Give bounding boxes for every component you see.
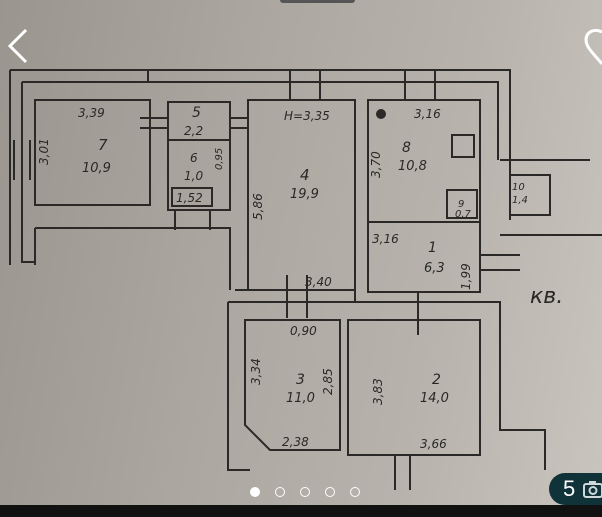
room3-area: 11,0 <box>286 391 315 406</box>
room-3 <box>244 319 341 451</box>
room8-width: 3,16 <box>414 107 441 121</box>
room10-area: 1,4 <box>512 195 528 206</box>
bottom-bar <box>0 505 602 517</box>
room2-area: 14,0 <box>420 391 449 406</box>
room3-number: 3 <box>296 372 305 388</box>
ceiling-height: H=3,35 <box>284 109 330 123</box>
photo-count-badge[interactable]: 5 <box>549 473 602 505</box>
room6-dim2: 1,52 <box>176 191 203 205</box>
room4-height: 5,86 <box>251 193 265 220</box>
gallery-pagination <box>250 487 360 497</box>
page-dot-4[interactable] <box>325 487 335 497</box>
room1-area: 6,3 <box>424 261 445 276</box>
room2-width: 3,66 <box>420 437 447 451</box>
room4-area: 19,9 <box>290 187 319 202</box>
room4-width: 3,40 <box>305 275 332 289</box>
room2-height: 3,83 <box>371 378 385 405</box>
room7-height: 3,01 <box>37 138 51 165</box>
page-dot-5[interactable] <box>350 487 360 497</box>
room1-width: 3,16 <box>372 232 399 246</box>
page-dot-2[interactable] <box>275 487 285 497</box>
room-1 <box>367 221 481 293</box>
room7-number: 7 <box>98 136 108 154</box>
outer-wall <box>9 69 511 265</box>
room-2 <box>347 319 481 456</box>
chevron-left-icon <box>7 28 28 64</box>
page-dot-3[interactable] <box>300 487 310 497</box>
back-button[interactable] <box>4 26 34 66</box>
camera-icon <box>583 481 602 498</box>
room9-number: 9 <box>458 199 464 210</box>
room8-height: 3,70 <box>369 151 383 178</box>
room3-width: 2,38 <box>282 435 309 449</box>
room2-number: 2 <box>432 372 441 388</box>
room3-height2: 2,85 <box>321 368 335 395</box>
room7-area: 10,9 <box>82 161 111 176</box>
room7-width: 3,39 <box>78 106 105 120</box>
room10-number: 10 <box>512 182 525 193</box>
door-width: 0,90 <box>290 324 317 338</box>
room5-number: 5 <box>192 105 201 121</box>
floor-plan-photo: 3,39 7 10,9 3,01 5 2,2 6 1,0 0,95 1,52 H… <box>9 69 602 490</box>
room8-number: 8 <box>402 140 411 156</box>
room1-height: 1,99 <box>459 263 473 290</box>
page-dot-1[interactable] <box>250 487 260 497</box>
room6-dim: 0,95 <box>214 148 225 170</box>
room5-area: 2,2 <box>184 124 203 138</box>
top-handle <box>280 0 355 3</box>
room9-area: 0,7 <box>455 209 472 220</box>
room6-number: 6 <box>190 151 198 165</box>
apartment-label: кв. <box>530 284 563 309</box>
room1-number: 1 <box>428 240 437 256</box>
heart-icon <box>584 28 602 65</box>
favorite-button[interactable] <box>580 26 602 66</box>
room-6 <box>167 139 231 211</box>
room8-area: 10,8 <box>398 159 427 174</box>
room4-number: 4 <box>300 166 310 184</box>
photo-count: 5 <box>563 476 576 501</box>
room6-area: 1,0 <box>184 169 203 183</box>
room3-height: 3,34 <box>249 358 263 385</box>
room-7 <box>34 99 151 206</box>
